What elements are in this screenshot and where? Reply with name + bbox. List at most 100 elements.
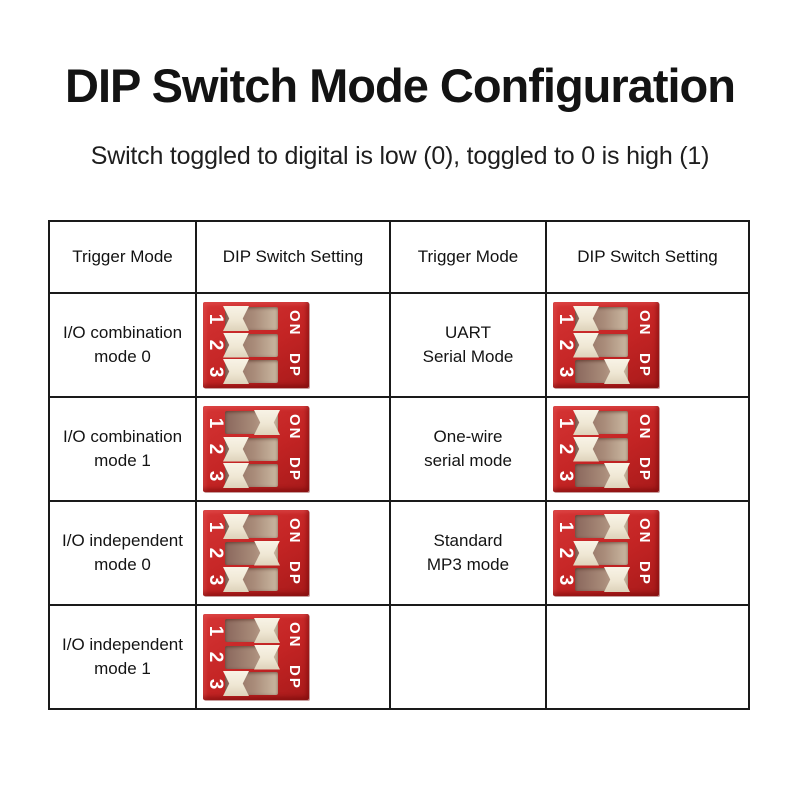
dip-knob bbox=[573, 410, 599, 435]
dip-switch-row: 1 bbox=[205, 306, 282, 331]
empty-cell bbox=[545, 604, 750, 710]
dip-position-number: 2 bbox=[205, 443, 226, 455]
page-title: DIP Switch Mode Configuration bbox=[65, 59, 736, 112]
dip-slot bbox=[223, 436, 278, 462]
dip-slot bbox=[225, 644, 280, 670]
dip-on-label: ON bbox=[286, 414, 303, 441]
dip-switch-row: 1 bbox=[555, 410, 632, 435]
dip-knob bbox=[604, 463, 630, 488]
dip-switch-row: 3 bbox=[555, 567, 632, 592]
dip-position-number: 3 bbox=[205, 470, 226, 481]
dip-knob bbox=[223, 514, 249, 539]
dip-switch-row: 1 bbox=[555, 306, 632, 331]
dip-switch-row: 2 bbox=[205, 332, 282, 358]
dip-slot bbox=[575, 567, 630, 592]
dip-dp-label: DP bbox=[636, 457, 653, 482]
dip-switch-row: 1 bbox=[205, 514, 282, 539]
trigger-mode-label: I/O independent mode 1 bbox=[62, 635, 183, 678]
header-dip-setting-2: DIP Switch Setting bbox=[545, 220, 750, 294]
dip-knob bbox=[604, 514, 630, 539]
dip-knob bbox=[223, 306, 249, 331]
dip-slot bbox=[575, 514, 630, 539]
dip-position-number: 2 bbox=[555, 547, 576, 559]
dip-side-labels: ON DP bbox=[632, 411, 656, 487]
dip-position-number: 3 bbox=[555, 574, 576, 585]
dip-slot bbox=[573, 332, 628, 358]
dip-slot bbox=[573, 306, 628, 331]
dip-position-number: 2 bbox=[555, 339, 576, 351]
dip-position-number: 3 bbox=[555, 470, 576, 481]
dip-switch-row: 2 bbox=[555, 332, 632, 358]
dip-position-number: 1 bbox=[205, 625, 226, 636]
dip-switch: 1 2 3 ON DP bbox=[203, 302, 309, 388]
dip-dp-label: DP bbox=[286, 665, 303, 690]
dip-knob bbox=[254, 540, 280, 566]
dip-switch-row: 1 bbox=[205, 410, 282, 435]
dip-switch-row: 3 bbox=[205, 567, 282, 592]
dip-on-label: ON bbox=[286, 310, 303, 337]
dip-switch-row: 2 bbox=[205, 644, 282, 670]
dip-position-number: 1 bbox=[205, 313, 226, 324]
dip-knob bbox=[223, 332, 249, 358]
dip-knob bbox=[254, 410, 280, 435]
dip-on-label: ON bbox=[286, 518, 303, 545]
dip-slot bbox=[223, 306, 278, 331]
dip-position-number: 3 bbox=[555, 366, 576, 377]
dip-slot bbox=[225, 540, 280, 566]
trigger-mode-label: I/O independent mode 0 bbox=[62, 531, 183, 574]
dip-slot bbox=[225, 618, 280, 643]
dip-knob bbox=[223, 359, 249, 384]
dip-knob bbox=[223, 567, 249, 592]
dip-knob bbox=[223, 671, 249, 696]
header-trigger-mode-2: Trigger Mode bbox=[389, 220, 547, 294]
dip-position-number: 1 bbox=[555, 417, 576, 428]
trigger-mode-cell: UART Serial Mode bbox=[389, 292, 547, 398]
dip-on-label: ON bbox=[636, 414, 653, 441]
dip-switch-row: 3 bbox=[555, 463, 632, 488]
header-trigger-mode-1: Trigger Mode bbox=[48, 220, 197, 294]
trigger-mode-label: I/O combination mode 1 bbox=[62, 427, 183, 470]
dip-position-number: 2 bbox=[205, 547, 226, 559]
dip-switch-row: 3 bbox=[205, 671, 282, 696]
dip-position-number: 1 bbox=[205, 521, 226, 532]
dip-slot bbox=[223, 514, 278, 539]
dip-side-labels: ON DP bbox=[632, 515, 656, 591]
dip-position-number: 2 bbox=[205, 651, 226, 663]
dip-switch-row: 1 bbox=[555, 514, 632, 539]
dip-position-number: 1 bbox=[555, 521, 576, 532]
dip-setting-cell: 1 2 3 ON DP bbox=[545, 500, 750, 606]
dip-switch-row: 2 bbox=[555, 540, 632, 566]
dip-position-number: 3 bbox=[205, 366, 226, 377]
trigger-mode-label: One-wire serial mode bbox=[424, 427, 512, 470]
dip-knob bbox=[573, 332, 599, 358]
dip-on-label: ON bbox=[636, 518, 653, 545]
dip-dp-label: DP bbox=[636, 561, 653, 586]
trigger-mode-cell: I/O combination mode 1 bbox=[48, 396, 197, 502]
dip-dp-label: DP bbox=[286, 353, 303, 378]
page-subtitle: Switch toggled to digital is low (0), to… bbox=[90, 142, 710, 170]
dip-position-number: 2 bbox=[555, 443, 576, 455]
dip-knob bbox=[604, 567, 630, 592]
dip-switch-row: 3 bbox=[205, 359, 282, 384]
dip-slot bbox=[573, 436, 628, 462]
dip-switch-row: 3 bbox=[555, 359, 632, 384]
dip-on-label: ON bbox=[636, 310, 653, 337]
dip-position-number: 1 bbox=[555, 313, 576, 324]
dip-knob bbox=[573, 540, 599, 566]
dip-slot bbox=[573, 410, 628, 435]
trigger-mode-label: Standard MP3 mode bbox=[426, 531, 510, 574]
dip-switch: 1 2 3 ON DP bbox=[553, 510, 659, 596]
dip-slot bbox=[225, 410, 280, 435]
